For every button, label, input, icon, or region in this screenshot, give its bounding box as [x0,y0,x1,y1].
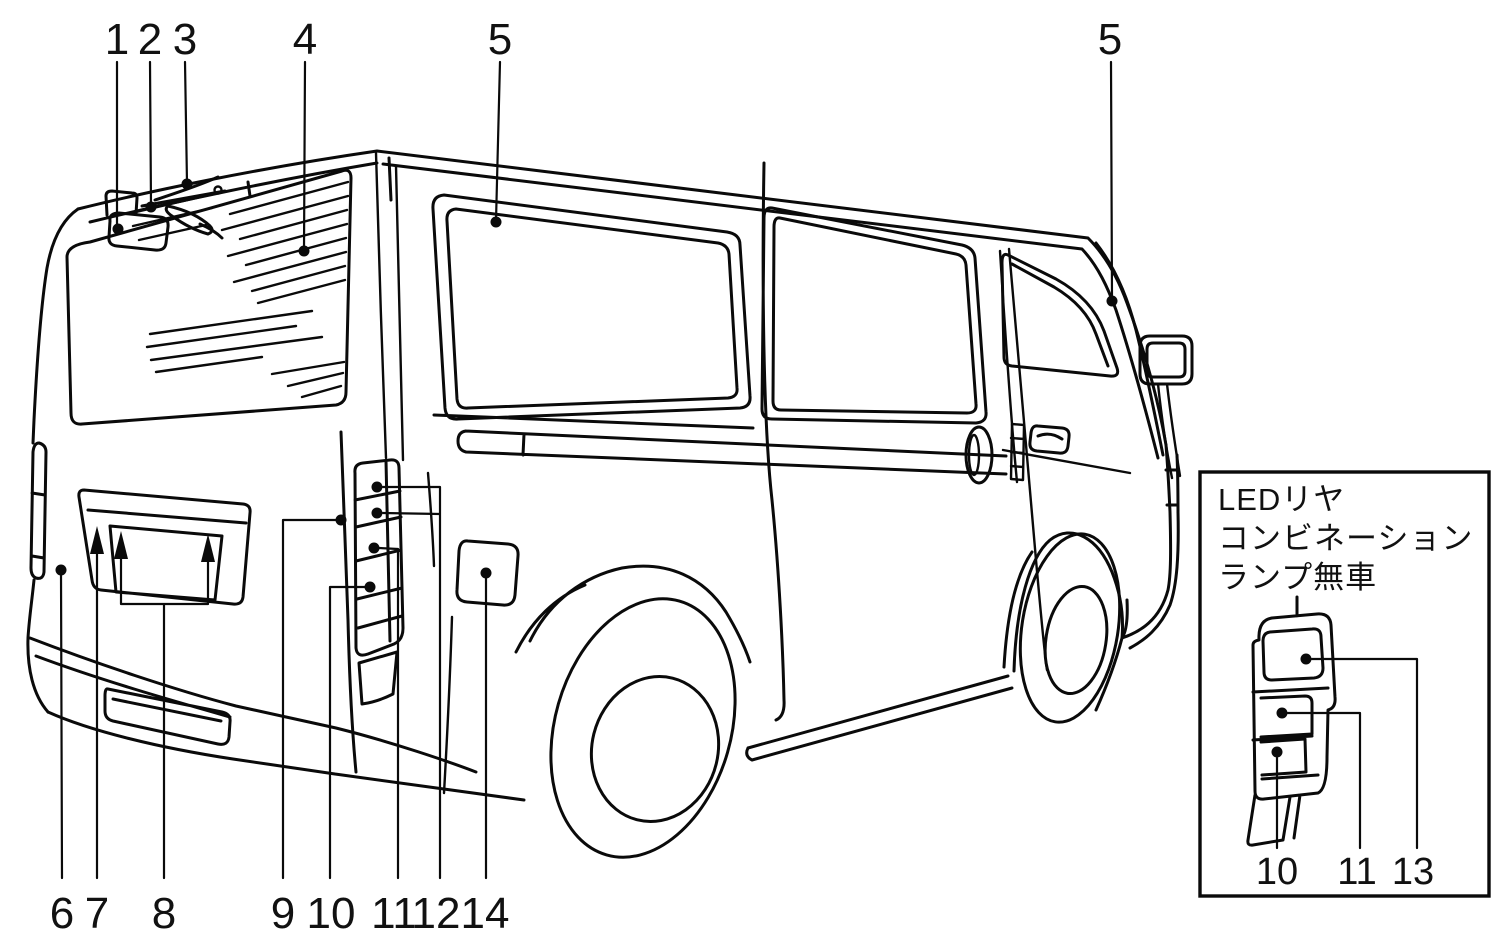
callout-label-4: 4 [293,15,317,64]
inset-leader-lines [1275,657,1419,850]
callout-dot-10 [364,581,376,593]
rear-wiper [164,204,224,240]
rocker-sill [745,674,1014,762]
front-tire [1018,532,1122,724]
callout-label-12: 12 [412,889,461,938]
door-hinge-strip [1009,422,1026,482]
fuel-filler-lid [455,539,520,607]
inset-dot-13 [1300,653,1312,665]
inset-label-13: 13 [1392,851,1434,893]
van-line-art [26,149,1194,859]
callout-dot-14 [480,567,492,579]
front-end [1094,241,1180,712]
callout-dot-3 [181,178,193,190]
rear-wheel-arch [514,564,752,664]
callout-leaders [55,60,1118,880]
sliding-door [760,161,988,722]
front-beltline [1001,448,1132,475]
b-pillar-seam [998,247,1049,672]
rear-left-corner [26,207,80,714]
inset-title-line3: ランプ無車 [1218,560,1377,595]
rear-combination-lamp [339,430,405,774]
callout-dot-6 [55,564,67,576]
callout-label-2: 2 [138,15,162,64]
leader-lines-bottom [59,485,488,880]
d-pillar-seams [374,151,454,795]
inset-label-11: 11 [1337,851,1376,893]
front-door-window [1000,252,1120,378]
callout-dot-1 [112,223,124,235]
body-side-molding [456,429,1008,476]
front-wheel-hub [1043,584,1109,696]
inset-title-line2: コンビネーション [1218,521,1473,556]
arrow-8-left-icon [114,531,128,559]
rear-window-defogger-lines [131,180,350,399]
callout-dots [55,178,1118,593]
callout-label-3: 3 [173,15,197,64]
callout-dot-11 [368,542,380,554]
callout-dot-12b [371,507,383,519]
callout-dot-2 [145,201,157,213]
arrow-7-icon [90,526,104,554]
inset-label-10: 10 [1256,851,1298,893]
callout-dot-4 [298,245,310,257]
inset-border [1198,470,1491,898]
arrow-8-right-icon [201,534,215,562]
callout-labels: 1 2 3 4 5 5 6 7 8 9 10 11 12 14 [50,15,1122,938]
front-door-handle [1028,424,1071,455]
callout-label-8: 8 [152,889,176,938]
rear-tire [549,597,737,859]
washer-nozzle-icon [213,185,223,195]
callout-dot-5-right [1106,295,1118,307]
callout-label-10: 10 [307,889,356,938]
front-wheel [1002,531,1124,724]
callout-label-5-right: 5 [1098,15,1122,64]
callout-label-1: 1 [105,15,129,64]
front-door [998,247,1132,672]
callout-label-9: 9 [271,889,295,938]
inset-dot-10 [1271,746,1283,758]
inset-lamp-art [1246,595,1337,847]
inset-panel: LEDリヤ コンビネーション ランプ無車 10 11 13 [1198,470,1491,898]
rear-wheel-hub [589,675,721,823]
license-plate-garnish [77,488,252,606]
leader-lines-top [115,60,1114,301]
callout-label-7: 7 [85,889,109,938]
rear-wheel [514,564,752,859]
callout-dot-12a [371,481,383,493]
callout-label-6: 6 [50,889,74,938]
inset-dot-11 [1276,707,1288,719]
callout-label-14: 14 [461,889,510,938]
rear-bumper [28,636,526,802]
callout-dot-5-left [490,216,502,228]
callout-label-11: 11 [371,889,417,938]
callout-dot-9 [335,514,347,526]
inset-title-line1: LEDリヤ [1218,482,1345,517]
rear-window-frame [65,168,353,426]
high-mount-lamp [104,175,252,252]
callout-label-5-left: 5 [488,15,512,64]
rear-side-window [431,193,755,430]
